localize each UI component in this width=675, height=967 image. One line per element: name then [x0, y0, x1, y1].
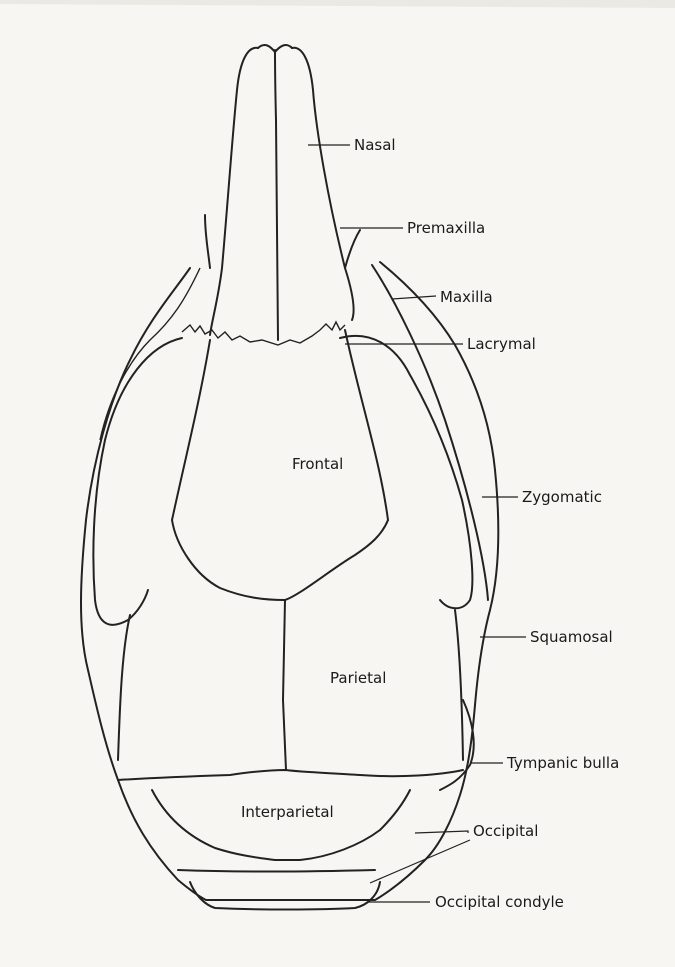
label-tympanic-bulla: Tympanic bulla — [506, 754, 619, 772]
label-frontal: Frontal — [292, 455, 343, 473]
label-occipital-condyle: Occipital condyle — [435, 893, 564, 911]
label-zygomatic: Zygomatic — [522, 488, 602, 506]
label-nasal: Nasal — [354, 136, 396, 154]
label-occipital: Occipital — [473, 822, 538, 840]
label-maxilla: Maxilla — [440, 288, 493, 306]
label-premaxilla: Premaxilla — [407, 219, 485, 237]
label-squamosal: Squamosal — [530, 628, 613, 646]
label-parietal: Parietal — [330, 669, 386, 687]
label-interparietal: Interparietal — [241, 803, 334, 821]
label-lacrymal: Lacrymal — [467, 335, 536, 353]
